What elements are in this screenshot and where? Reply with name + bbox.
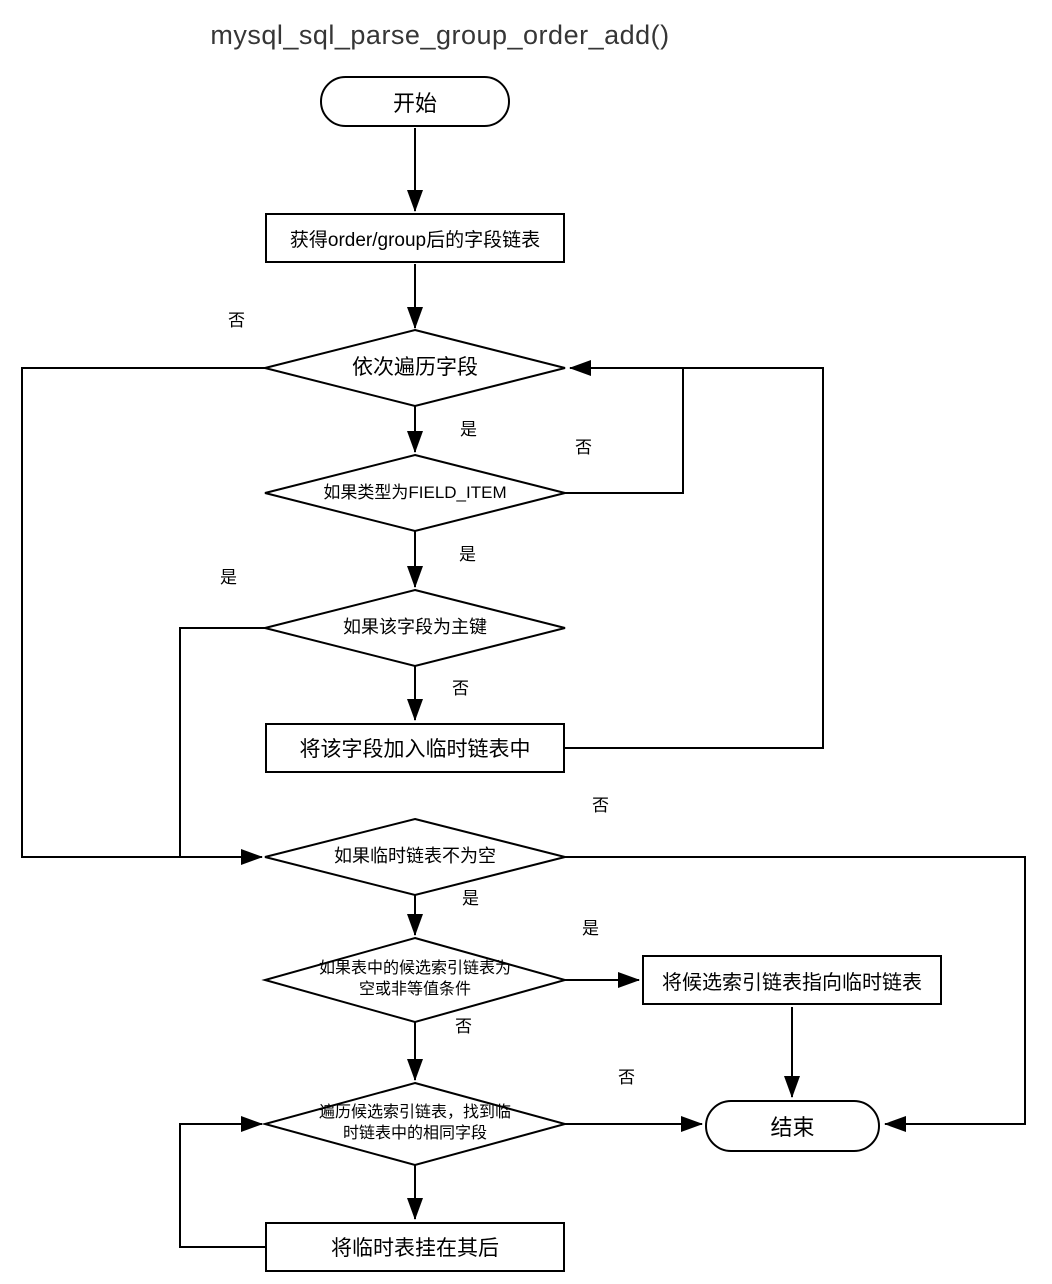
edge-iterate-no-loop <box>21 367 265 865</box>
edge-append-loop-back <box>179 1116 265 1248</box>
edge-label-is-primary-key-yes: 是 <box>220 568 237 587</box>
edge-label-is-field-item-yes: 是 <box>459 545 476 564</box>
process-add-to-temp-list-label: 将该字段加入临时链表中 <box>299 738 531 761</box>
end-node: 结束 <box>705 1100 880 1152</box>
process-append-temp-table-label: 将临时表挂在其后 <box>331 1237 499 1260</box>
start-node: 开始 <box>320 76 510 127</box>
edge-label-is-field-item-no: 否 <box>575 438 592 457</box>
edge-add-temp-back-loop <box>565 360 824 749</box>
decision-is-primary-key-shape <box>264 588 566 668</box>
process-add-to-temp-list: 将该字段加入临时链表中 <box>265 723 565 773</box>
decision-is-primary-key: 如果该字段为主键 <box>343 617 487 638</box>
decision-candidate-index-empty-shape <box>261 936 569 1024</box>
diagram-title: mysql_sql_parse_group_order_add() <box>210 20 670 50</box>
process-get-field-list: 获得order/group后的字段链表 <box>265 213 565 263</box>
edge-label-temp-list-not-empty-yes: 是 <box>462 889 479 908</box>
edge-label-iterate-fields-yes: 是 <box>460 420 477 439</box>
edge-label-is-primary-key-no: 否 <box>452 679 469 698</box>
edge-label-candidate-index-no: 否 <box>455 1017 472 1036</box>
edge-label-temp-list-not-empty-no: 否 <box>592 796 609 815</box>
decision-find-same-field-shape <box>261 1081 569 1167</box>
decision-candidate-index-empty: 如果表中的候选索引链表为空或非等值条件 <box>318 960 511 998</box>
process-point-candidate-to-temp: 将候选索引链表指向临时链表 <box>642 955 942 1005</box>
end-label: 结束 <box>770 1115 815 1140</box>
decision-temp-list-not-empty: 如果临时链表不为空 <box>334 846 496 867</box>
process-get-field-list-label: 获得order/group后的字段链表 <box>289 229 541 251</box>
start-label: 开始 <box>392 90 437 116</box>
decision-iterate-fields: 依次遍历字段 <box>352 356 478 380</box>
edge-label-candidate-index-yes: 是 <box>582 919 599 938</box>
edge-is-primary-key-yes-loop <box>179 627 265 856</box>
decision-iterate-fields-shape <box>264 328 566 408</box>
process-point-candidate-to-temp-label: 将候选索引链表指向临时链表 <box>662 971 922 994</box>
decision-is-field-item-shape <box>264 453 566 533</box>
decision-temp-list-not-empty-shape <box>264 817 566 897</box>
decision-is-field-item: 如果类型为FIELD_ITEM <box>323 482 507 502</box>
edge-temp-list-no-to-end <box>565 856 1026 1132</box>
decision-find-same-field: 遍历候选索引链表，找到临时链表中的相同字段 <box>318 1104 511 1142</box>
edge-label-find-same-field-no: 否 <box>618 1068 635 1087</box>
process-append-temp-table: 将临时表挂在其后 <box>265 1222 565 1272</box>
edge-is-field-item-no-loop <box>565 369 684 494</box>
edge-label-iterate-fields-no: 否 <box>228 311 245 330</box>
